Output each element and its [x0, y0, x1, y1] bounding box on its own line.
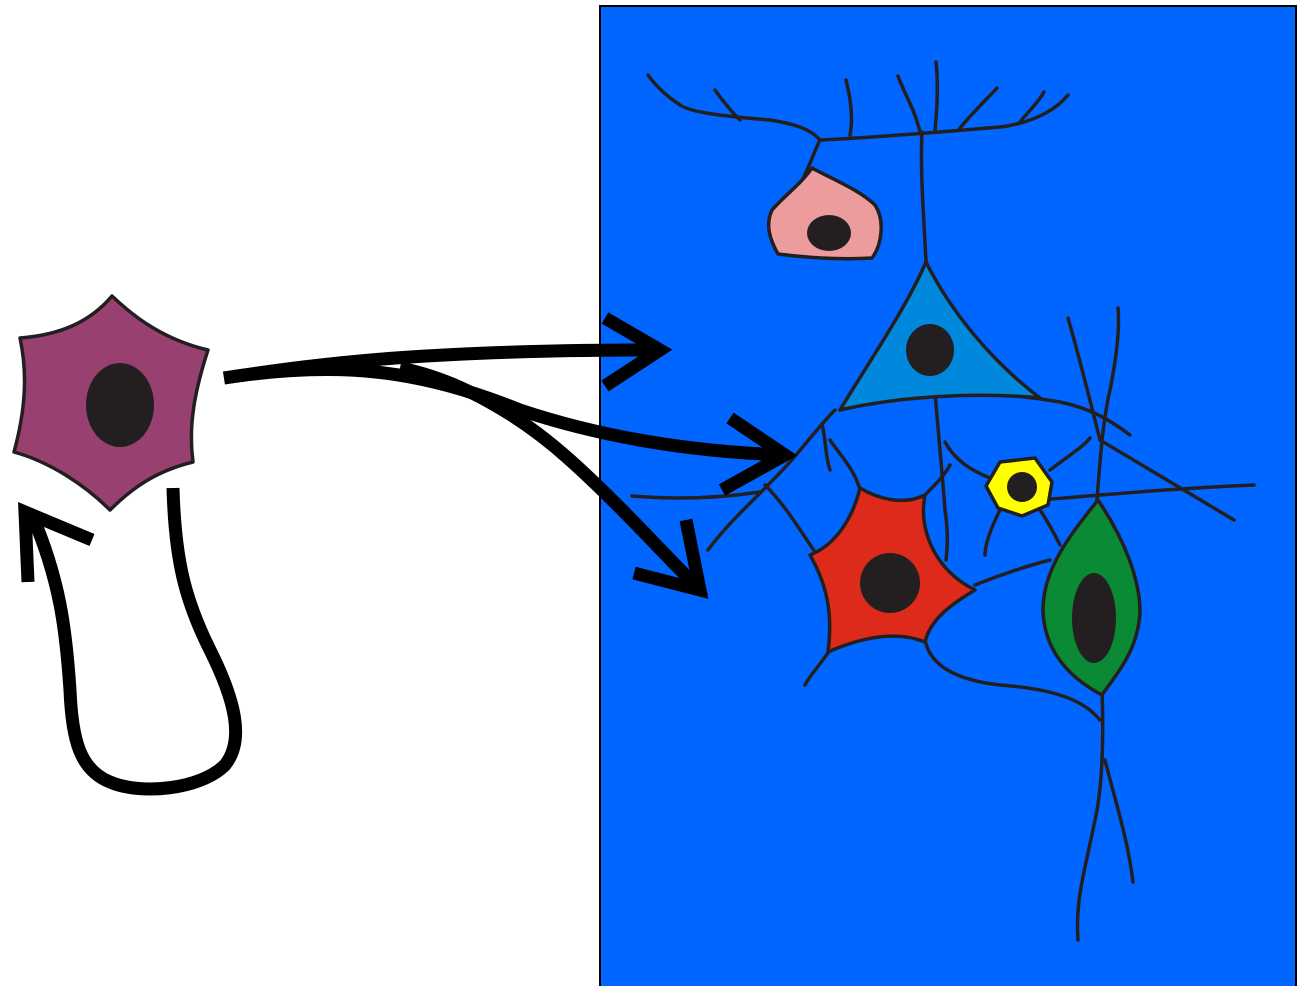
stem-cell-nucleus [86, 363, 154, 447]
pink-cell-nucleus [807, 215, 851, 251]
red-neuron-nucleus [860, 553, 920, 613]
yellow-cell-nucleus [1007, 472, 1037, 502]
blue-neuron-nucleus [906, 324, 954, 376]
self-renewal-arrow [25, 488, 236, 789]
green-neuron-nucleus [1072, 573, 1116, 663]
yellow-small-cell [986, 458, 1052, 516]
purple-stem-cell [14, 296, 208, 510]
